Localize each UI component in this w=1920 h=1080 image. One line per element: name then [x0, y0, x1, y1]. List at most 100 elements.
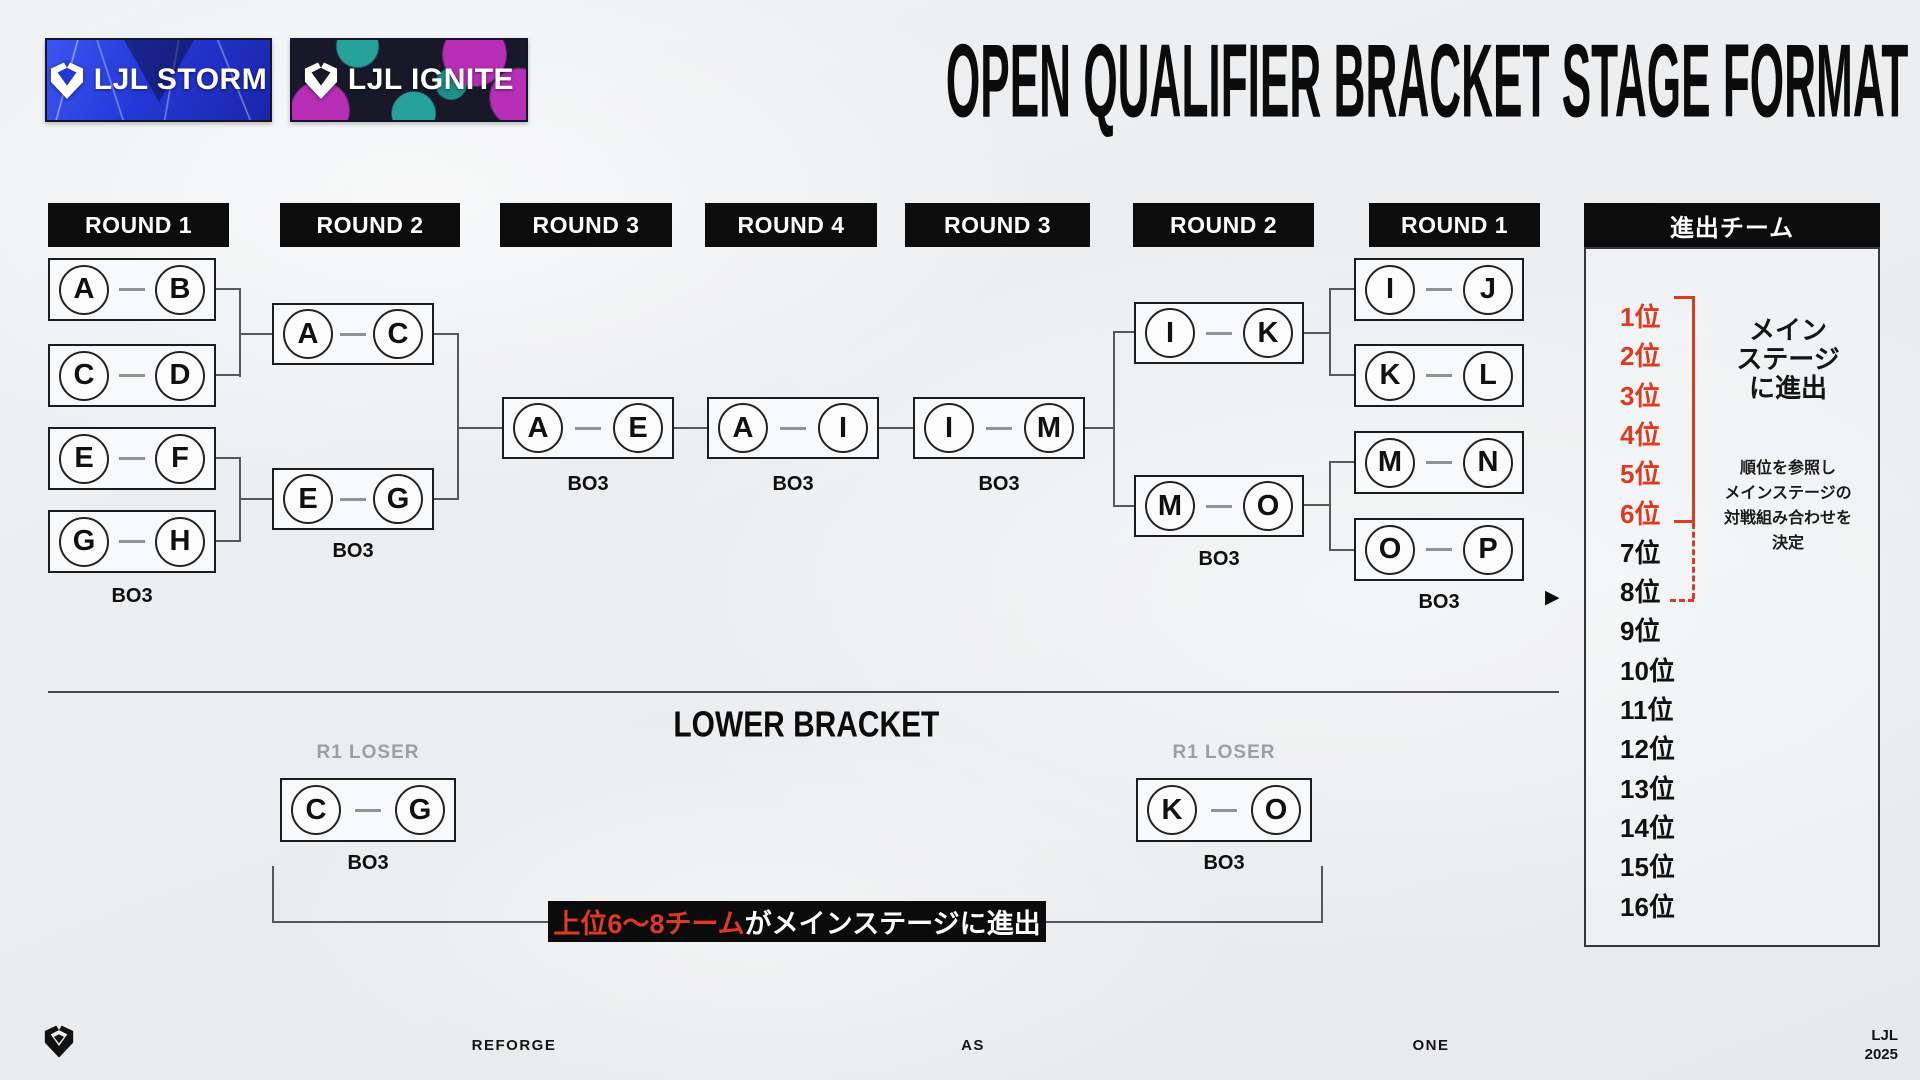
rank-bracket-dashed-line — [1692, 523, 1695, 599]
rank-item-4: 4位 — [1620, 419, 1661, 450]
bracket-connector-line — [1113, 331, 1115, 507]
bracket-connector-line — [216, 457, 239, 459]
bracket-connector-line — [1321, 866, 1323, 922]
bracket-connector-line — [239, 333, 272, 335]
main-stage-note-line: に進出 — [1748, 373, 1827, 403]
main-stage-note-line: メイン — [1748, 315, 1827, 345]
team-seed-e: E — [283, 474, 333, 524]
lower-note-highlight: 上位6〜8チーム — [553, 909, 745, 939]
bracket-connector-line — [434, 333, 457, 335]
bo3-label: BO3 — [1203, 852, 1245, 874]
round-header-3: ROUND 3 — [500, 203, 672, 247]
team-seed-l: L — [1463, 350, 1513, 401]
team-seed-i: I — [924, 403, 974, 453]
bo3-label: BO3 — [111, 585, 153, 607]
vs-dash — [1426, 288, 1452, 291]
team-seed-g: G — [395, 785, 445, 835]
rank-bracket-tick-top — [1674, 296, 1694, 299]
bracket-connector-line — [272, 866, 274, 922]
team-seed-m: M — [1365, 437, 1415, 488]
bracket-connector-line — [216, 374, 239, 376]
lower-bracket-title: LOWER BRACKET — [673, 705, 940, 745]
vs-dash — [780, 426, 806, 430]
round-header-7: ROUND 1 — [1369, 203, 1540, 247]
ljl-logo-icon — [44, 1024, 74, 1058]
vs-dash — [1426, 461, 1452, 464]
r1-loser-label: R1 LOSER — [1172, 742, 1276, 763]
rank-item-5: 5位 — [1620, 459, 1661, 490]
rank-item-1: 1位 — [1620, 302, 1661, 332]
team-seed-o: O — [1251, 785, 1301, 835]
team-seed-d: D — [155, 350, 205, 401]
team-seed-o: O — [1243, 481, 1293, 531]
vs-dash — [119, 457, 145, 460]
seeding-note-line: 順位を参照し — [1739, 460, 1836, 477]
rank-bracket-line — [1692, 296, 1695, 523]
brand-year: LJL 2025 — [1865, 1026, 1898, 1064]
ljl-shield-icon — [304, 61, 337, 99]
team-seed-g: G — [373, 474, 423, 524]
team-seed-e: E — [613, 403, 663, 453]
main-stage-note-line: ステージ — [1736, 344, 1840, 374]
team-seed-c: C — [373, 309, 423, 359]
vs-dash — [119, 288, 145, 291]
bracket-connector-line — [216, 288, 239, 290]
team-seed-g: G — [59, 516, 109, 567]
team-seed-a: A — [59, 264, 109, 315]
vs-dash — [1206, 331, 1232, 335]
ljl-ignite-banner: LJL IGNITE — [290, 38, 528, 122]
team-seed-i: I — [1145, 308, 1195, 358]
round-header-1: ROUND 1 — [48, 203, 229, 247]
rank-item-16: 16位 — [1620, 891, 1675, 922]
rank-item-6: 6位 — [1620, 498, 1661, 529]
vs-dash — [119, 374, 145, 377]
bracket-connector-line — [1329, 288, 1331, 376]
bracket-connector-line — [434, 498, 457, 500]
team-seed-e: E — [59, 433, 109, 484]
advance-panel-header: 進出チーム — [1584, 203, 1880, 247]
r1-loser-label: R1 LOSER — [316, 742, 420, 763]
ljl-shield-icon — [50, 61, 83, 99]
seeding-note: 順位を参照し メインステージの 対戦組み合わせを 決定 — [1696, 456, 1880, 556]
bracket-connector-line — [1085, 427, 1113, 429]
vs-dash — [575, 426, 601, 430]
bracket-connector-line — [1329, 374, 1354, 376]
rank-item-12: 12位 — [1620, 734, 1675, 765]
bo3-label: BO3 — [332, 540, 374, 562]
team-seed-k: K — [1365, 350, 1415, 401]
bracket-divider-line — [48, 691, 1559, 693]
bracket-connector-line — [239, 498, 272, 500]
advance-panel-body — [1584, 247, 1880, 947]
advance-arrow-icon: ▶ — [1545, 587, 1560, 608]
round-header-4: ROUND 4 — [705, 203, 877, 247]
bo3-label: BO3 — [347, 852, 389, 874]
bracket-connector-line — [216, 540, 239, 542]
team-seed-h: H — [155, 516, 205, 567]
bracket-connector-line — [457, 333, 459, 500]
bracket-connector-line — [879, 427, 913, 429]
bo3-label: BO3 — [567, 473, 609, 495]
lower-note-rest: がメインステージに進出 — [744, 909, 1041, 939]
team-seed-a: A — [283, 309, 333, 359]
vs-dash — [355, 808, 381, 812]
ljl-ignite-label: LJL IGNITE — [347, 63, 515, 96]
bracket-connector-line — [1329, 288, 1354, 290]
rank-item-8: 8位 — [1620, 577, 1661, 608]
rank-item-13: 13位 — [1620, 773, 1675, 804]
round-header-6: ROUND 2 — [1133, 203, 1314, 247]
footer-word-reforge: REFORGE — [471, 1037, 557, 1054]
lower-bracket-note: 上位6〜8チーム がメインステージに進出 — [548, 901, 1046, 942]
rank-item-10: 10位 — [1620, 655, 1675, 686]
seeding-note-line: 決定 — [1771, 535, 1804, 552]
team-seed-b: B — [155, 264, 205, 315]
bracket-connector-line — [674, 427, 707, 429]
vs-dash — [1211, 808, 1237, 812]
